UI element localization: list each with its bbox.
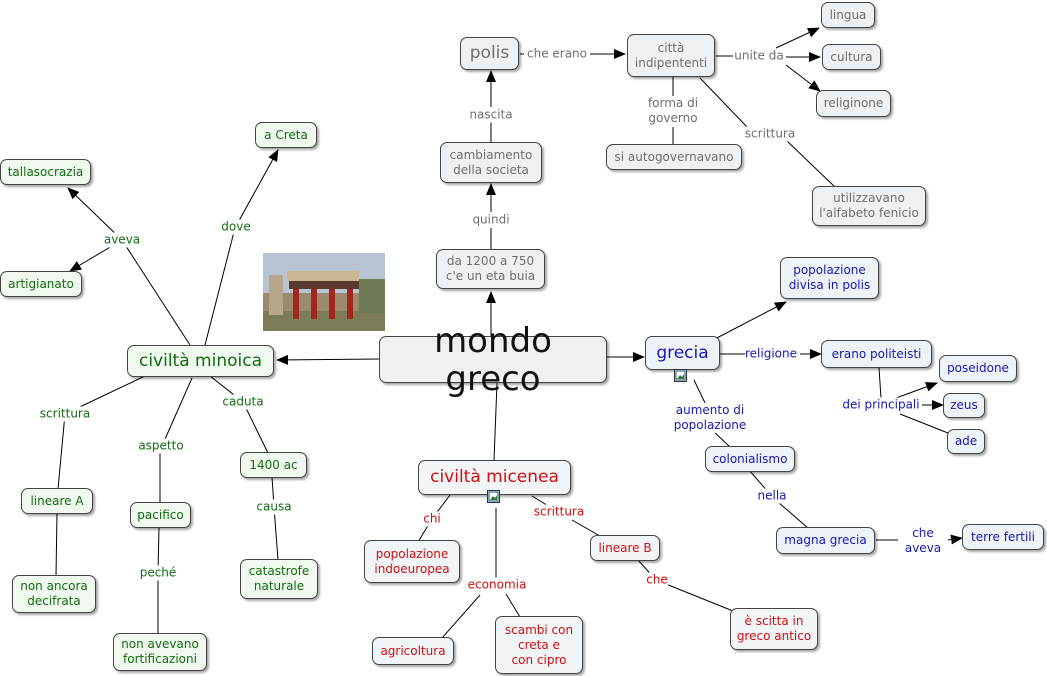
edge-minoica-aveva [121, 239, 191, 346]
link-label-dei-principali: dei principali [842, 397, 920, 413]
link-label-aumento-popolazione: aumento di popolazione [673, 403, 747, 433]
link-label-dove: dove [221, 219, 251, 235]
image-resource-icon[interactable] [674, 369, 687, 382]
concept-lineare-a[interactable]: lineare A [21, 488, 93, 514]
edge-scrittura-lineare-b [571, 519, 601, 537]
image-resource-icon[interactable] [487, 490, 500, 503]
concept-lineare-b[interactable]: lineare B [590, 535, 660, 561]
edge-grecia-aumento [693, 379, 707, 406]
edge-che-greco [655, 579, 734, 612]
edge-citta-scrittura [699, 77, 749, 129]
concept-civilta-minoica[interactable]: civiltà minoica [127, 345, 274, 377]
edge-caduta-1400 [242, 401, 269, 454]
concept-polis[interactable]: polis [460, 37, 519, 70]
concept-zeus[interactable]: zeus [943, 393, 985, 418]
edge-unite-lingua [775, 27, 820, 49]
concept-popolazione-indoeuropea[interactable]: popolazione indoeuropea [364, 540, 460, 583]
edge-pacifico-peche [157, 527, 160, 573]
edge-minoica-dove [204, 227, 236, 346]
link-label-forma-di-governo: forma di governo [647, 96, 699, 126]
edge-minoica-aspetto [161, 377, 193, 447]
concept-magna-grecia[interactable]: magna grecia [776, 527, 875, 554]
concept-colonialismo[interactable]: colonialismo [705, 446, 795, 472]
link-label-scrittura-micenea: scrittura [533, 504, 585, 520]
concept-religione[interactable]: religinone [816, 90, 891, 117]
link-label-quindi: quindi [472, 212, 510, 228]
concept-popolazione-divisa[interactable]: popolazione divisa in polis [780, 257, 879, 299]
link-label-causa: causa [256, 499, 292, 515]
concept-eta-buia[interactable]: da 1200 a 750 c'e un eta buia [436, 249, 545, 289]
concept-artigianato[interactable]: artigianato [0, 271, 82, 297]
concept-cultura[interactable]: cultura [822, 44, 881, 70]
concept-alfabeto-fenicio[interactable]: utilizzavano l'alfabeto fenicio [812, 186, 926, 226]
edge-causa-catastrofe [273, 506, 279, 561]
concept-civilta-micenea[interactable]: civiltà micenea [418, 460, 571, 495]
concept-pacifico[interactable]: pacifico [130, 502, 191, 528]
concept-agricoltura[interactable]: agricoltura [372, 637, 454, 665]
link-label-che-erano: che erano [526, 46, 588, 62]
link-label-scrittura-citta: scrittura [744, 126, 796, 142]
edge-che-aveva-terre [947, 534, 963, 545]
concept-ade[interactable]: ade [947, 429, 985, 454]
concept-tallasocrazia[interactable]: tallasocrazia [0, 159, 91, 185]
link-label-nascita: nascita [469, 107, 513, 123]
edge-dei-ade [899, 413, 949, 434]
concept-cambiamento[interactable]: cambiamento della societa [440, 142, 542, 183]
concept-citta-indipendenti[interactable]: città indipententi [627, 34, 715, 77]
concept-mondo-greco[interactable]: mondo greco [379, 322, 607, 398]
link-label-scrittura: scrittura [39, 406, 91, 422]
concept-terre-fertili[interactable]: terre fertili [962, 524, 1044, 550]
concept-scambi[interactable]: scambi con creta e con cipro [495, 616, 583, 674]
edge-dove-creta [234, 149, 279, 229]
edge-unite-religione [785, 64, 821, 92]
concept-non-avevano-fortificazioni[interactable]: non avevano fortificazioni [113, 633, 207, 671]
concept-greco-antico[interactable]: è scitta in greco antico [730, 608, 818, 650]
concept-catastrofe-naturale[interactable]: catastrofe naturale [240, 559, 318, 599]
concept-poseidone[interactable]: poseidone [939, 355, 1017, 382]
link-label-nella: nella [757, 488, 787, 504]
concept-politeisti[interactable]: erano politeisti [821, 340, 932, 368]
link-label-peche: peché [139, 565, 177, 581]
concept-1400-ac[interactable]: 1400 ac [240, 452, 307, 478]
link-label-aveva: aveva [103, 232, 141, 248]
link-label-caduta: caduta [222, 394, 264, 410]
link-label-chi: chi [423, 511, 441, 527]
edge-mondo-micenea [493, 382, 498, 461]
concept-autogovernavano[interactable]: si autogovernavano [606, 144, 742, 170]
edge-nella-magna [777, 501, 809, 529]
edge-economia-scambi [505, 593, 521, 618]
edge-lineare-a-decifrata [55, 512, 58, 577]
concept-grecia[interactable]: grecia [645, 336, 720, 370]
link-label-economia: economia [467, 577, 527, 593]
concept-non-ancora-decifrata[interactable]: non ancora decifrata [12, 575, 96, 613]
edge-dei-poseidone [895, 382, 938, 399]
link-label-unite-da: unite da [734, 48, 784, 64]
edge-mondo-minoica [276, 354, 381, 365]
edge-scrittura-lineare-a [57, 413, 66, 490]
edge-grecia-popolazione [712, 301, 787, 341]
edge-aveva-tallasocrazia [67, 187, 123, 241]
edge-scrittura-alfabeto [785, 139, 837, 189]
edge-politeisti-dei [878, 367, 882, 399]
concept-lingua[interactable]: lingua [821, 2, 875, 28]
link-label-che-aveva: che aveva [904, 526, 942, 556]
link-label-religione: religione [744, 346, 798, 362]
concept-a-creta[interactable]: a Creta [255, 122, 317, 148]
knossos-palace-photo [263, 253, 385, 331]
link-label-che: che [646, 572, 668, 588]
link-label-aspetto: aspetto [138, 438, 184, 454]
edge-economia-agricoltura [441, 594, 481, 639]
